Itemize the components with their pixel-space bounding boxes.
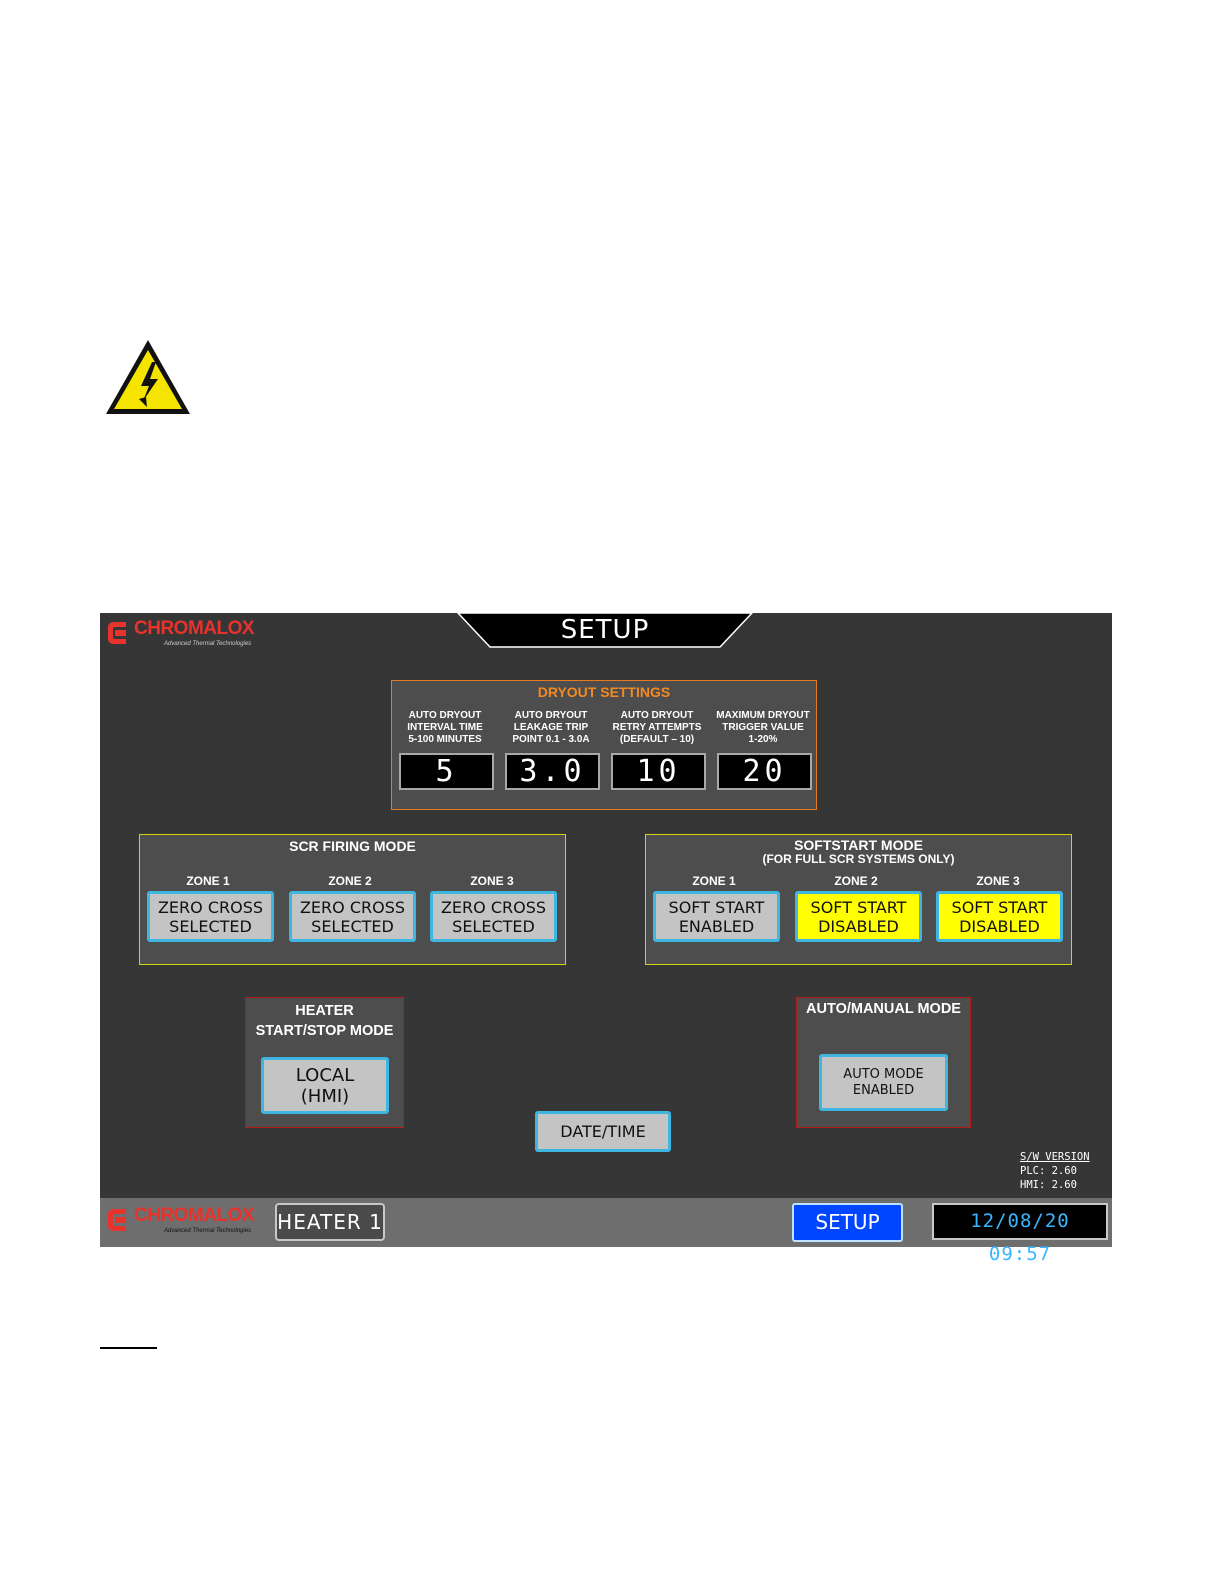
section-underline	[100, 1347, 157, 1349]
soft-zone-3-button[interactable]: SOFT START DISABLED	[936, 891, 1063, 942]
dryout-settings-panel: DRYOUT SETTINGS AUTO DRYOUT INTERVAL TIM…	[391, 680, 817, 810]
electric-hazard-warning-icon	[106, 340, 190, 414]
scr-zone-3-label: ZONE 3	[470, 874, 514, 888]
scr-zone-1-label: ZONE 1	[186, 874, 230, 888]
setup-nav-button[interactable]: SETUP	[792, 1203, 903, 1242]
soft-zone-3-label: ZONE 3	[976, 874, 1020, 888]
dryout-title: DRYOUT SETTINGS	[537, 684, 671, 700]
scr-zone-1-button[interactable]: ZERO CROSS SELECTED	[147, 891, 274, 942]
scr-firing-mode-panel: SCR FIRING MODE ZONE 1 ZONE 2 ZONE 3 ZER…	[139, 834, 566, 965]
dryout-trigger-input[interactable]: 20	[717, 753, 812, 790]
dryout-leakage-label: AUTO DRYOUT LEAKAGE TRIP POINT 0.1 - 3.0…	[512, 710, 590, 745]
scr-title: SCR FIRING MODE	[289, 838, 416, 854]
softstart-subtitle: (FOR FULL SCR SYSTEMS ONLY)	[762, 852, 955, 866]
footer-bar: CHROMALOX Advanced Thermal Technologies …	[100, 1198, 1112, 1265]
heater-1-button[interactable]: HEATER 1	[275, 1203, 385, 1241]
plc-version: PLC: 2.60	[1020, 1165, 1077, 1177]
soft-zone-2-label: ZONE 2	[834, 874, 878, 888]
dryout-interval-label: AUTO DRYOUT INTERVAL TIME 5-100 MINUTES	[407, 710, 483, 745]
footer-brand-name: CHROMALOX	[134, 1205, 255, 1226]
clock-display: 12/08/20 09:57	[932, 1203, 1108, 1265]
brand-logo: CHROMALOX Advanced Thermal Technologies	[106, 618, 255, 647]
scr-zone-3-button[interactable]: ZERO CROSS SELECTED	[430, 891, 557, 942]
dryout-retry-input[interactable]: 10	[611, 753, 706, 790]
dryout-trigger-label: MAXIMUM DRYOUT TRIGGER VALUE 1-20%	[716, 710, 810, 745]
dryout-retry-label: AUTO DRYOUT RETRY ATTEMPTS (DEFAULT – 10…	[612, 710, 702, 745]
soft-zone-1-button[interactable]: SOFT START ENABLED	[653, 891, 780, 942]
sw-version-title: S/W VERSION	[1020, 1151, 1090, 1163]
software-version: S/W VERSION PLC: 2.60 HMI: 2.60	[1020, 1150, 1090, 1192]
page-title: SETUP	[560, 615, 650, 645]
scr-zone-2-label: ZONE 2	[328, 874, 372, 888]
softstart-mode-panel: SOFTSTART MODE (FOR FULL SCR SYSTEMS ONL…	[645, 834, 1072, 965]
dryout-leakage-input[interactable]: 3.0	[505, 753, 600, 790]
footer-brand-tagline: Advanced Thermal Technologies	[164, 1228, 252, 1234]
heater-mode-title: HEATER START/STOP MODE	[255, 1003, 394, 1039]
chromalox-logo-icon	[108, 1209, 126, 1231]
auto-manual-title: AUTO/MANUAL MODE	[806, 1001, 961, 1017]
auto-mode-button[interactable]: AUTO MODE ENABLED	[819, 1054, 948, 1111]
brand-tagline: Advanced Thermal Technologies	[164, 641, 252, 647]
date-time-button[interactable]: DATE/TIME	[535, 1111, 671, 1152]
hmi-version: HMI: 2.60	[1020, 1179, 1077, 1191]
soft-zone-2-button[interactable]: SOFT START DISABLED	[795, 891, 922, 942]
brand-name: CHROMALOX	[134, 618, 255, 639]
auto-manual-panel: AUTO/MANUAL MODE AUTO MODE ENABLED	[796, 997, 971, 1128]
local-hmi-button[interactable]: LOCAL (HMI)	[261, 1057, 389, 1114]
hmi-screen: CHROMALOX Advanced Thermal Technologies …	[100, 612, 1112, 1265]
heater-start-stop-panel: HEATER START/STOP MODE LOCAL (HMI)	[245, 997, 404, 1128]
soft-zone-1-label: ZONE 1	[692, 874, 736, 888]
title-banner	[456, 612, 754, 648]
scr-zone-2-button[interactable]: ZERO CROSS SELECTED	[289, 891, 416, 942]
dryout-interval-input[interactable]: 5	[399, 753, 494, 790]
footer-brand-logo: CHROMALOX Advanced Thermal Technologies	[106, 1205, 255, 1234]
softstart-title: SOFTSTART MODE	[794, 837, 923, 853]
chromalox-logo-icon	[108, 622, 126, 644]
